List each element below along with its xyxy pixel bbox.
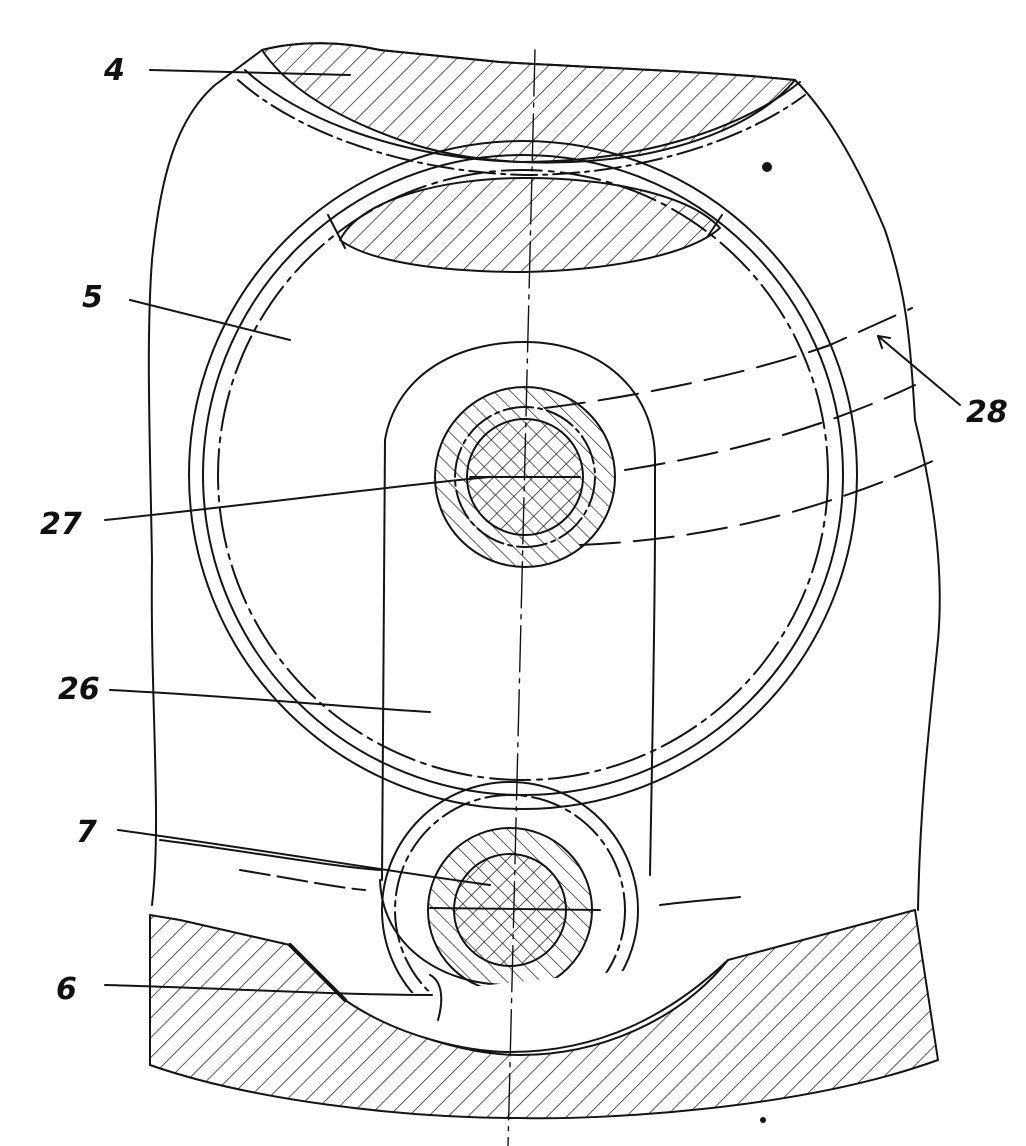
- ball-dashdot: [217, 169, 829, 781]
- ref-6: 6: [56, 972, 77, 1007]
- band-line-2: [624, 384, 916, 471]
- upper-cap-arc-2: [237, 79, 806, 176]
- ref-27: 27: [40, 507, 82, 542]
- band-line-1: [544, 307, 913, 409]
- leader-5: [129, 299, 291, 341]
- ball-cap-edge: [327, 214, 346, 249]
- leader-6: [104, 984, 433, 996]
- ref-7: 7: [76, 815, 97, 850]
- leader-7: [117, 829, 491, 886]
- leader-4: [149, 69, 351, 76]
- ref-5: 5: [82, 280, 103, 315]
- band-line-3: [579, 459, 936, 546]
- centerline: [507, 49, 536, 1146]
- groove-hook: [429, 974, 443, 1021]
- ball-outer: [188, 140, 858, 810]
- body-curve-mid: [239, 869, 366, 891]
- link-body: [381, 341, 656, 881]
- leader-28-arrow: [877, 335, 891, 349]
- body-curve-right: [659, 896, 741, 906]
- upper-bushing-mid: [454, 406, 596, 548]
- ref-26: 26: [58, 672, 100, 707]
- ball-cap-edge-2: [707, 214, 723, 237]
- upper-cap-section: [261, 42, 796, 164]
- dot-mark: [762, 162, 772, 172]
- base-section: [149, 909, 939, 1120]
- lower-pin-crosshair: [429, 907, 601, 911]
- base-groove: [288, 943, 347, 1002]
- body-curve-left: [159, 839, 381, 871]
- ref-4: 4: [104, 53, 125, 88]
- dot-mark-2: [760, 1117, 766, 1123]
- upper-cap-arc-1: [244, 69, 801, 163]
- ball-cap-section: [339, 177, 721, 273]
- leader-26: [109, 689, 431, 713]
- leader-28: [877, 335, 961, 406]
- ref-28: 28: [966, 395, 1008, 430]
- leader-27: [104, 476, 491, 521]
